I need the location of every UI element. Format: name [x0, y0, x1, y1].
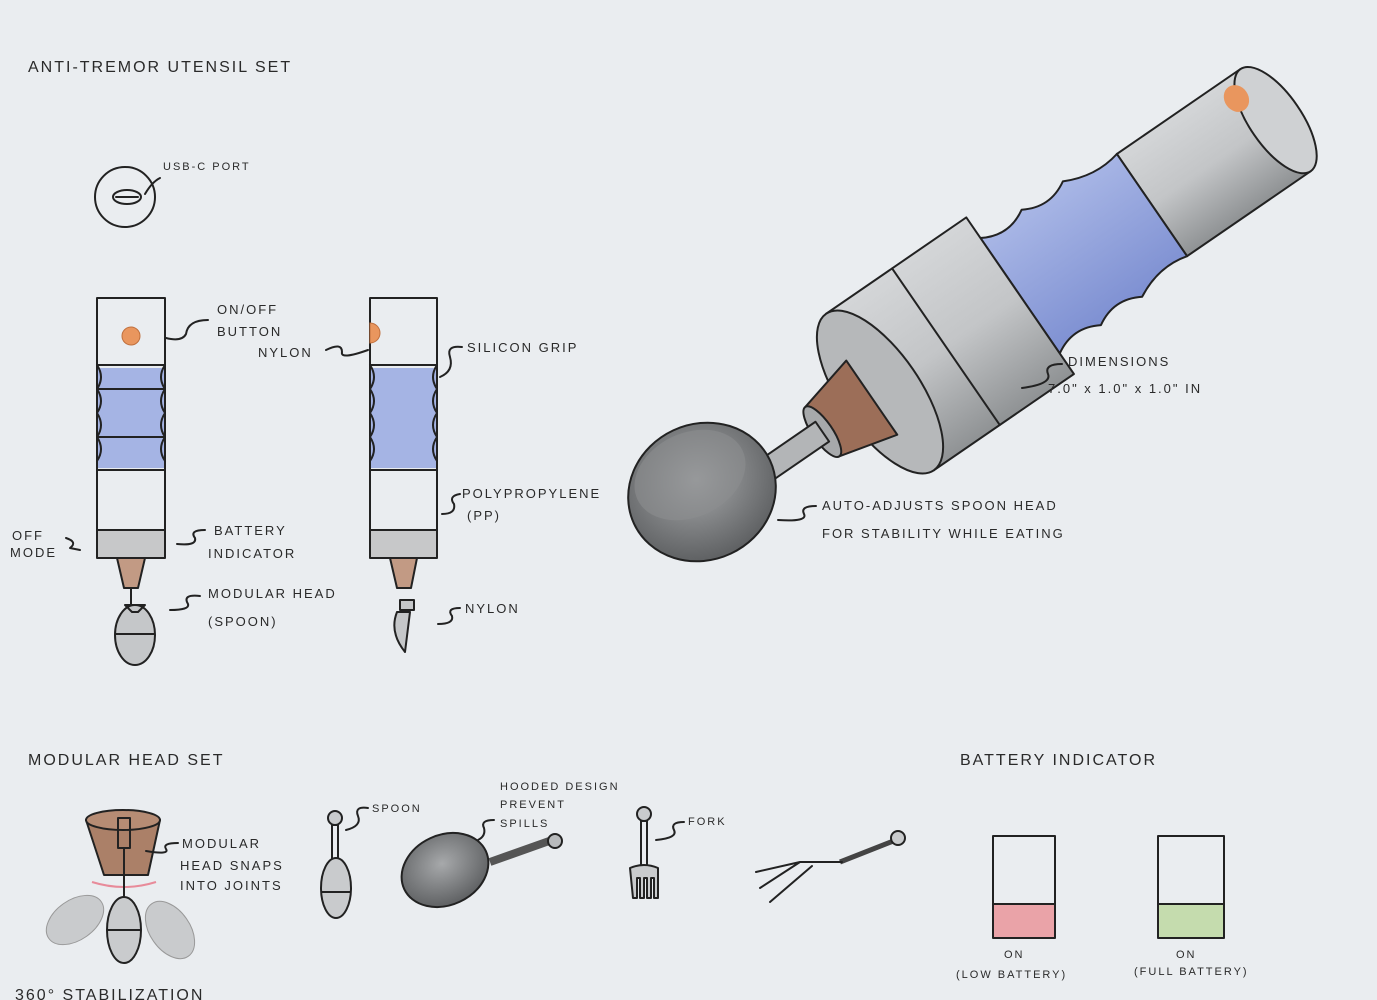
dimensions-label: DIMENSIONS	[1068, 354, 1170, 369]
auto-adjust-label-2: FOR STABILITY WHILE EATING	[822, 526, 1065, 541]
nylon-label: NYLON	[258, 345, 313, 360]
snap-label-2: HEAD SNAPS	[180, 858, 284, 873]
usb-port-view: USB-C PORT	[94, 161, 251, 228]
silicon-grip-label: SILICON GRIP	[467, 340, 578, 355]
battery-indicator-label-2: INDICATOR	[208, 546, 296, 561]
modular-head-label-2: (SPOON)	[208, 614, 278, 629]
hooded-label-2: PREVENT	[500, 799, 566, 811]
pp-label: (PP)	[467, 508, 501, 523]
spoon-head-drawing: SPOON	[320, 803, 422, 919]
battery-indicator-label: BATTERY	[214, 523, 287, 538]
full-battery-fill	[1159, 905, 1223, 937]
off-mode-label-2: MODE	[10, 545, 57, 560]
battery-indicator-section: BATTERY INDICATOR ON (LOW BATTERY) ON (F…	[956, 752, 1249, 981]
polypropylene-label: POLYPROPYLENE	[462, 486, 601, 501]
hooded-spoon-drawing: HOODED DESIGN PREVENT SPILLS	[400, 781, 620, 908]
perspective-utensil: DIMENSIONS 7.0" x 1.0" x 1.0" IN AUTO-AD…	[627, 65, 1318, 563]
fork-side-drawing	[755, 830, 906, 903]
pointer-arrow-icon	[144, 177, 161, 195]
snap-label-3: INTO JOINTS	[180, 878, 283, 893]
hooded-label-3: SPILLS	[500, 818, 549, 830]
low-battery-label: (LOW BATTERY)	[956, 969, 1067, 981]
on-off-label: ON/OFF	[217, 302, 278, 317]
full-battery-label: (FULL BATTERY)	[1134, 966, 1249, 978]
nylon-head-label: NYLON	[465, 601, 520, 616]
battery-indicator-heading: BATTERY INDICATOR	[960, 752, 1157, 769]
low-battery-fill	[994, 905, 1054, 937]
side-view-utensil: NYLON SILICON GRIP POLYPROPYLENE (PP) NY…	[258, 297, 601, 653]
auto-adjust-label: AUTO-ADJUSTS SPOON HEAD	[822, 498, 1058, 513]
low-battery-box	[992, 835, 1056, 939]
stabilization-label: 360° STABILIZATION	[15, 987, 204, 1000]
off-mode-label: OFF	[12, 528, 44, 543]
full-battery-state: ON	[1176, 949, 1197, 961]
front-view-utensil: ON/OFF BUTTON OFF MODE BATTERY INDICATOR…	[10, 297, 337, 666]
fork-label: FORK	[688, 816, 727, 828]
snap-label: MODULAR	[182, 836, 261, 851]
dimensions-value: 7.0" x 1.0" x 1.0" IN	[1048, 381, 1202, 396]
hooded-label: HOODED DESIGN	[500, 781, 620, 793]
on-off-label-2: BUTTON	[217, 324, 282, 339]
low-battery-state: ON	[1004, 949, 1025, 961]
fork-drawing: FORK	[629, 806, 727, 899]
modular-head-label: MODULAR HEAD	[208, 586, 337, 601]
full-battery-box	[1157, 835, 1225, 939]
spoon-label: SPOON	[372, 803, 422, 815]
modular-head-set: MODULAR HEAD SET MODULAR HEAD SNAPS INTO…	[15, 752, 906, 1000]
modular-head-set-heading: MODULAR HEAD SET	[28, 752, 224, 769]
sheet-title: ANTI-TREMOR UTENSIL SET	[28, 59, 292, 76]
usb-port-label: USB-C PORT	[163, 161, 251, 173]
